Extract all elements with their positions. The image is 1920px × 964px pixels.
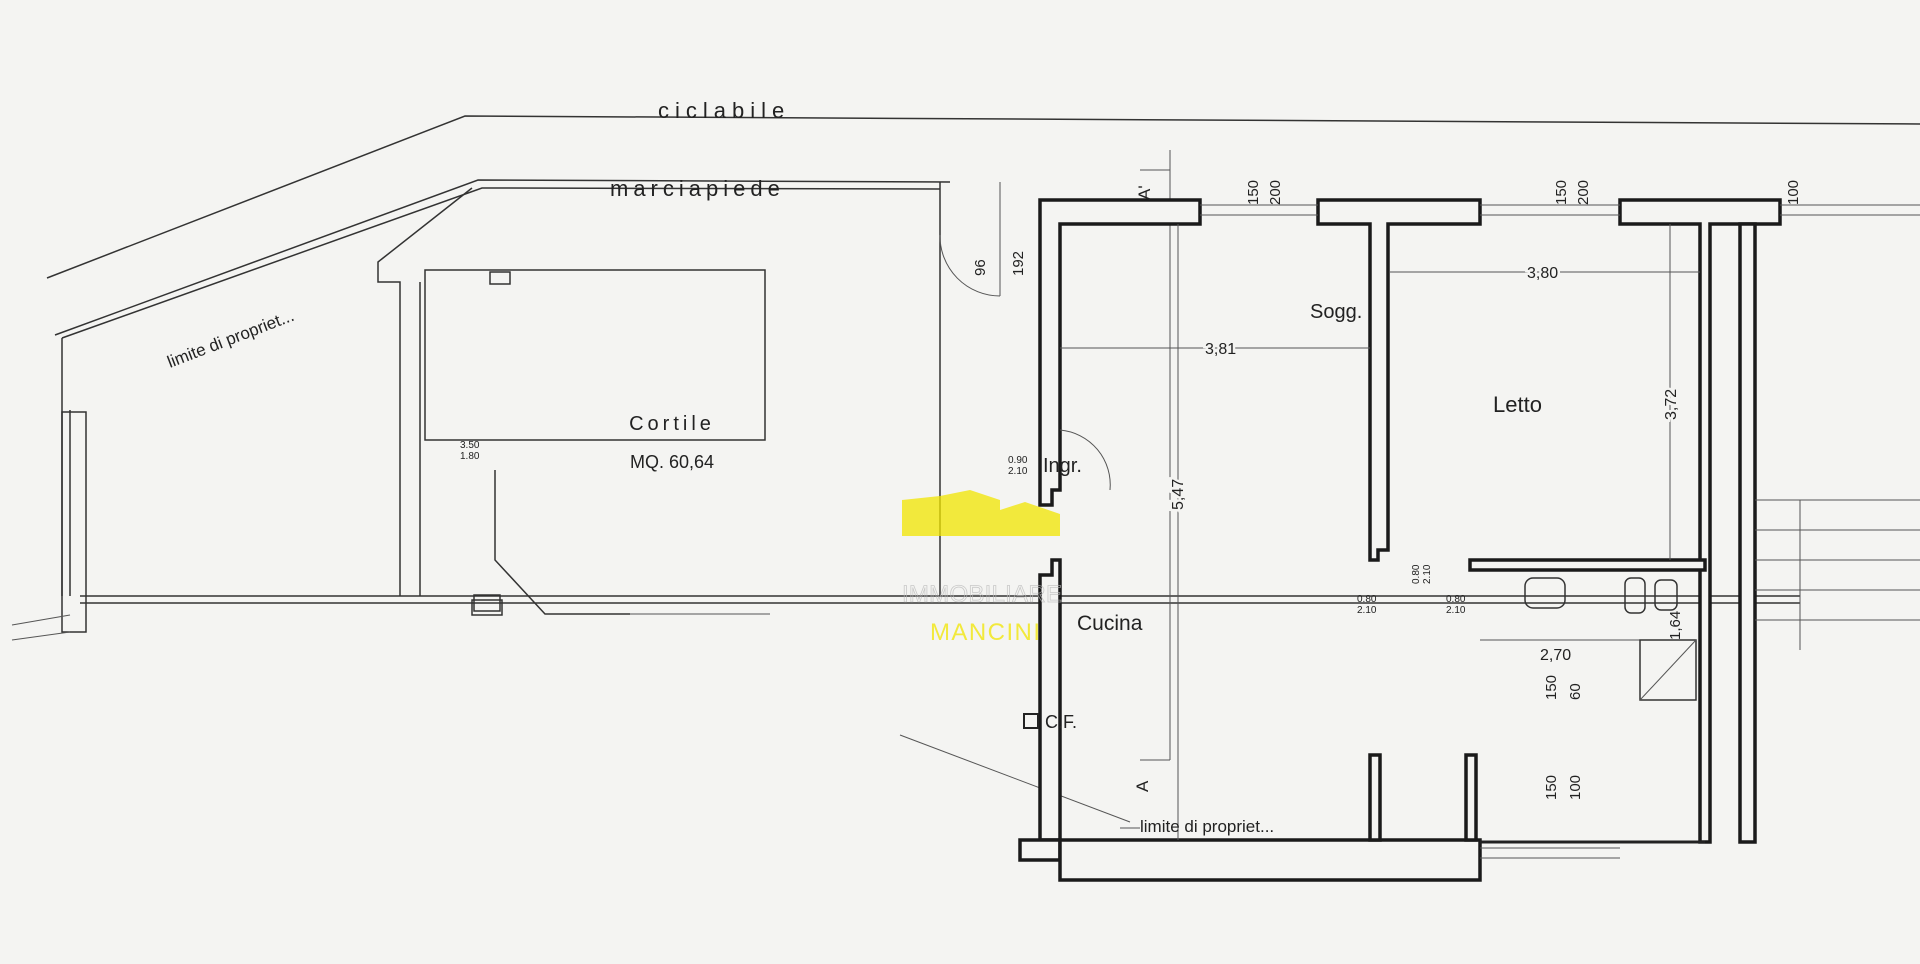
watermark-buildings-icon (902, 490, 1060, 536)
dim-bottom-window-b: 100 (1567, 775, 1584, 800)
door-mid-width: 0.80 (1411, 564, 1422, 584)
watermark-logo: IMMOBILIARE MANCINI (902, 490, 1062, 646)
door-left-height: 2.10 (1357, 605, 1377, 616)
dimension-lines (1060, 224, 1700, 840)
watermark-line1: IMMOBILIARE (902, 581, 1062, 608)
property-limit-top: limite di propriet... (165, 306, 297, 372)
dim-living-width: 3,81 (1205, 341, 1236, 358)
dim-bath-window-b: 60 (1567, 683, 1584, 700)
section-mark-bottom: A (1133, 780, 1152, 792)
room-bedroom: Letto (1493, 392, 1542, 417)
door-entrance-width: 0.90 (1008, 455, 1028, 466)
room-entrance: Ingr. (1043, 455, 1082, 477)
flue-icon (1023, 713, 1039, 729)
windows (1200, 204, 1920, 859)
door-entrance-height: 2.10 (1008, 466, 1028, 477)
street-bike-lane: ciclabile (658, 98, 790, 123)
watermark-line2: MANCINI (930, 619, 1040, 646)
dim-bedroom-depth: 3,72 (1663, 389, 1680, 420)
entrance-door-swing (1059, 429, 1111, 491)
door-labels: 3.50 1.80 0.90 2.10 0.80 2.10 0.80 2.10 … (460, 440, 1466, 616)
property-limit-bottom: limite di propriet... (1140, 817, 1274, 836)
door-left-width: 0.80 (1357, 594, 1377, 605)
courtyard (377, 182, 1001, 616)
dim-window2-a: 150 (1553, 180, 1570, 205)
door-courtyard-gate-width: 3.50 (460, 440, 480, 451)
dim-bath-width: 2,70 (1540, 647, 1571, 664)
dim-gate-a: 96 (972, 259, 989, 276)
property-lines (11, 115, 1920, 829)
door-mid-height: 2.10 (1422, 564, 1433, 584)
flue-label: C.F. (1045, 712, 1077, 732)
building-walls (1018, 198, 1782, 882)
dim-window2-b: 200 (1575, 180, 1592, 205)
door-bath-height: 2.10 (1446, 605, 1466, 616)
room-kitchen: Cucina (1077, 612, 1143, 635)
dim-gate-b: 192 (1010, 251, 1027, 276)
dim-window3: 100 (1785, 180, 1802, 205)
dim-window1-a: 150 (1245, 180, 1262, 205)
room-courtyard-area: MQ. 60,64 (630, 452, 714, 472)
dim-bedroom-width: 3,80 (1527, 265, 1558, 282)
door-courtyard-gate-height: 1.80 (460, 451, 480, 462)
dim-bottom-window-a: 150 (1543, 775, 1560, 800)
section-mark-top: A' (1135, 185, 1154, 200)
street-sidewalk: marciapiede (610, 176, 785, 201)
room-courtyard-name: Cortile (629, 413, 715, 435)
dim-bath-window-a: 150 (1543, 675, 1560, 700)
dim-window1-b: 200 (1267, 180, 1284, 205)
room-living: Sogg. (1310, 301, 1362, 323)
door-bath-width: 0.80 (1446, 594, 1466, 605)
stairs (1755, 499, 1920, 650)
dim-bath-depth: 1,64 (1667, 611, 1684, 640)
dim-living-depth: 5,47 (1170, 479, 1187, 510)
